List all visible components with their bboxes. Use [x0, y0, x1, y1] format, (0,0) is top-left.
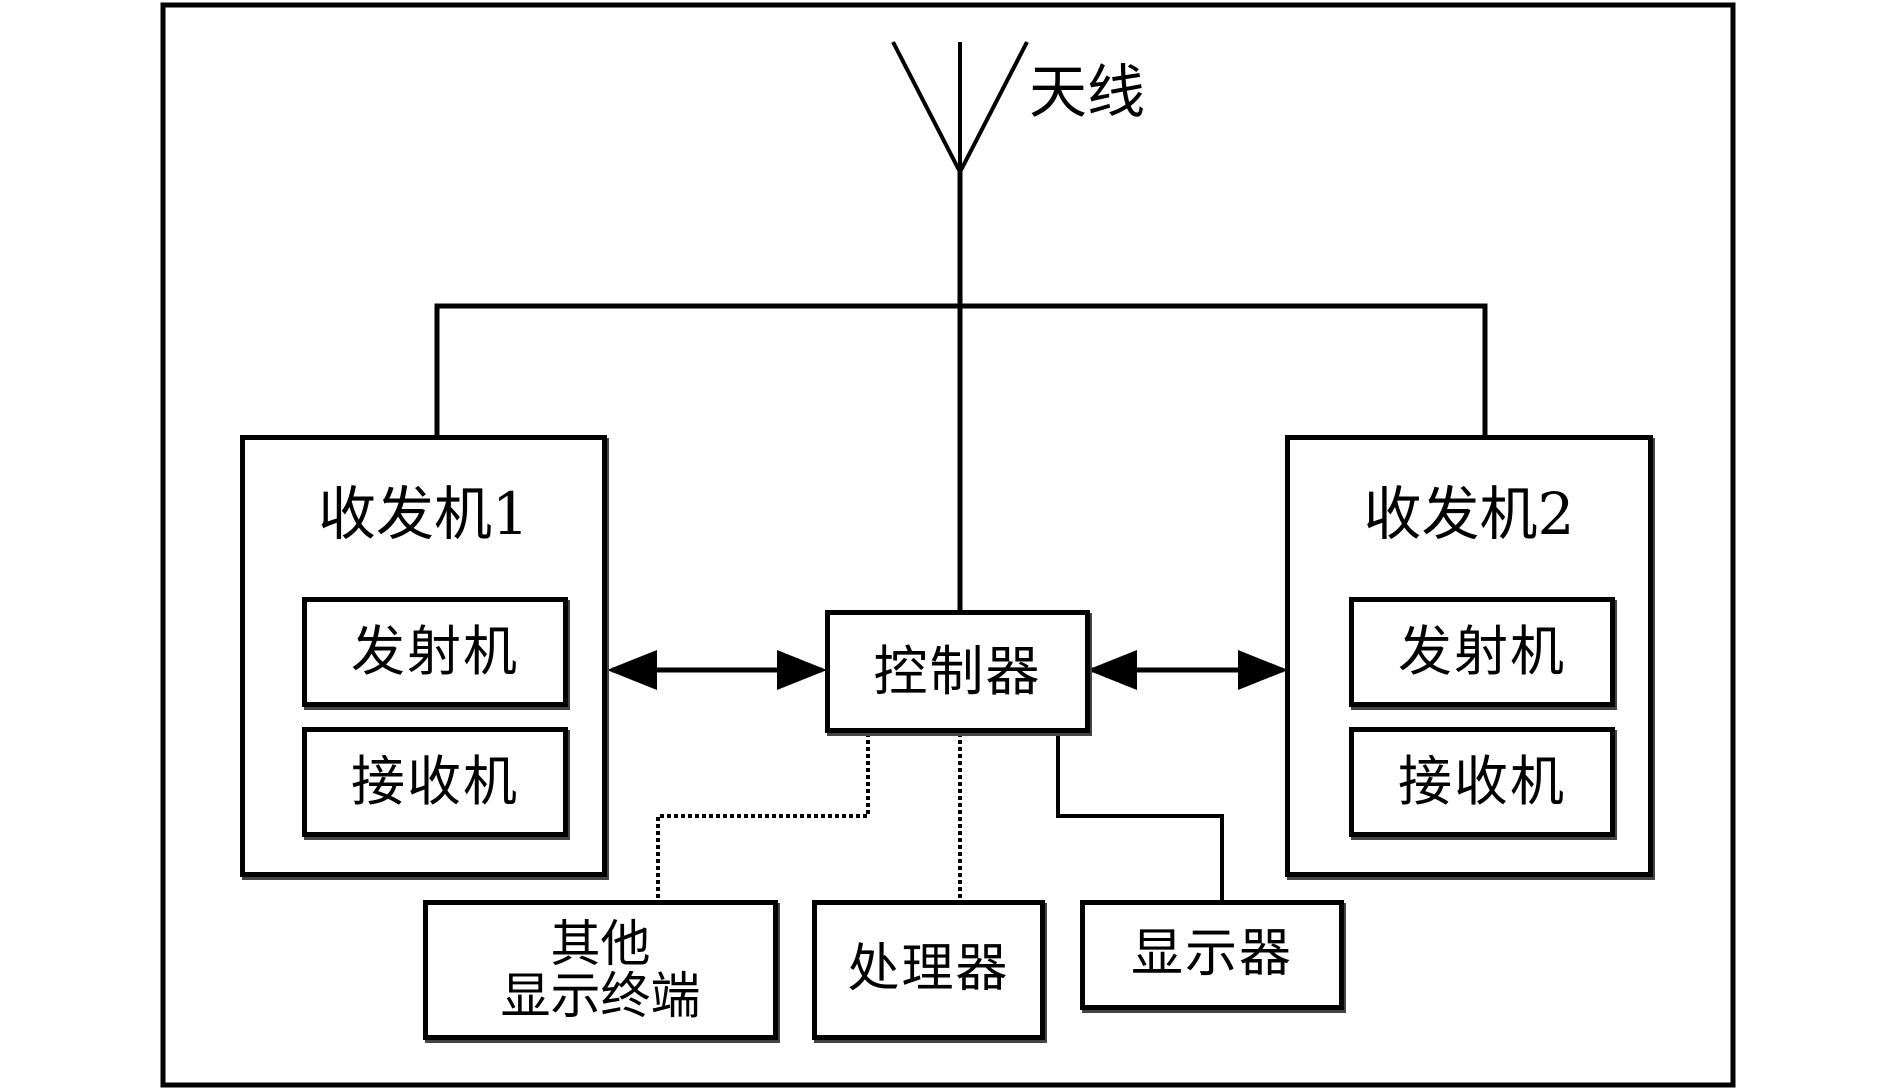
other-display-line2: 显示终端 [500, 967, 701, 1025]
other-display-terminal-label: 其他 显示终端 [428, 905, 773, 1035]
transceiver-1-receiver: 接收机 [302, 727, 568, 837]
controller-box: 控制器 [825, 610, 1090, 733]
transceiver-2-transmitter: 发射机 [1349, 597, 1615, 707]
other-display-terminal-box: 其他 显示终端 [423, 900, 778, 1040]
antenna-symbol [891, 41, 1029, 173]
antenna-bus-line [434, 303, 1488, 438]
transceiver-2-receiver: 接收机 [1349, 727, 1615, 837]
controller-label: 控制器 [873, 639, 1042, 703]
processor-label: 处理器 [847, 939, 1010, 1000]
other-display-line1: 其他 [550, 914, 651, 973]
transceiver-2-receiver-label: 接收机 [1398, 750, 1566, 814]
transceiver-1-transmitter: 发射机 [302, 597, 568, 707]
transceiver-1-receiver-label: 接收机 [351, 750, 519, 814]
display-box: 显示器 [1080, 900, 1344, 1010]
display-label: 显示器 [1130, 924, 1293, 985]
processor-box: 处理器 [812, 900, 1045, 1040]
transceiver-1-transmitter-label: 发射机 [351, 620, 519, 684]
link-controller-display [1056, 733, 1224, 900]
transceiver-2-transmitter-label: 发射机 [1398, 620, 1566, 684]
transceiver-1-title: 收发机1 [318, 480, 529, 549]
transceiver-2-title: 收发机2 [1363, 480, 1575, 549]
outer-frame [160, 2, 1736, 1088]
antenna-label: 天线 [1028, 58, 1145, 127]
link-controller-other-display [656, 733, 870, 900]
